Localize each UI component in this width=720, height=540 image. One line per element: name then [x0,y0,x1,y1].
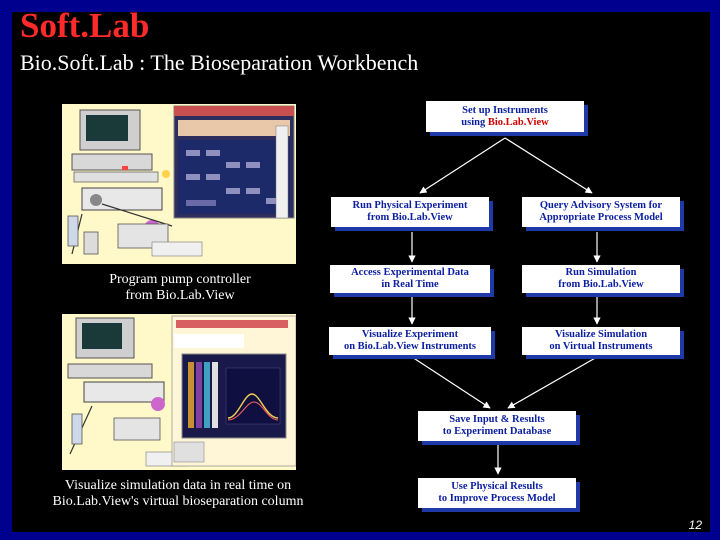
save-input-line1: Save Input & Results [449,414,545,425]
query-advisory-line1: Query Advisory System for [539,200,663,211]
pump-controller-screenshot [62,104,296,264]
query-advisory-box: Query Advisory System for Appropriate Pr… [522,197,680,227]
use-results-line1: Use Physical Results [451,481,543,492]
access-data-line1: Access Experimental Data [351,267,469,278]
run-physical-line2: from Bio.Lab.View [367,212,453,223]
save-input-line2: to Experiment Database [442,426,552,437]
visualize-experiment-line1: Visualize Experiment [361,329,459,340]
bottom-caption: Visualize simulation data in real time o… [20,478,336,510]
access-data-box: Access Experimental Data in Real Time [330,265,490,293]
page-number: 12 [688,518,702,532]
slide-title: Soft.Lab [20,6,150,45]
run-physical-line1: Run Physical Experiment [352,200,468,211]
arrow-visexp-to-save [411,356,491,409]
visualize-simulation-line2: on Virtual Instruments [549,341,653,352]
run-simulation-line1: Run Simulation [565,267,637,278]
use-results-box: Use Physical Results to Improve Process … [418,478,576,508]
run-physical-experiment-box: Run Physical Experiment from Bio.Lab.Vie… [331,197,489,227]
setup-line2: using Bio.Lab.View [461,117,548,129]
simulation-screenshot [62,314,296,470]
visualize-simulation-box: Visualize Simulation on Virtual Instrume… [522,327,680,355]
query-advisory-line2: Appropriate Process Model [539,212,663,223]
setup-instruments-box: Set up Instruments using Bio.Lab.View [426,101,584,132]
setup-line1: Set up Instruments [462,104,548,116]
bottom-caption-line2: Bio.Lab.View's virtual bioseparation col… [52,494,304,509]
run-simulation-line2: from Bio.Lab.View [558,279,644,290]
use-results-line2: to Improve Process Model [438,493,556,504]
run-simulation-box: Run Simulation from Bio.Lab.View [522,265,680,293]
top-caption-line2: from Bio.Lab.View [125,288,235,303]
arrow-setup-to-run [419,137,506,194]
visualize-experiment-line2: on Bio.Lab.View Instruments [343,341,477,352]
setup-line2-highlight: Bio.Lab.View [487,116,549,128]
visualize-simulation-line1: Visualize Simulation [554,329,648,340]
slide-subtitle: Bio.Soft.Lab : The Bioseparation Workben… [20,50,419,75]
top-caption-line1: Program pump controller [109,272,251,287]
access-data-line2: in Real Time [381,279,439,290]
top-caption: Program pump controller from Bio.Lab.Vie… [80,272,280,304]
arrow-setup-to-query [504,137,593,194]
bottom-caption-line1: Visualize simulation data in real time o… [64,478,292,493]
arrow-vissim-to-save [507,356,598,409]
setup-line2-prefix: using [461,116,488,128]
save-input-box: Save Input & Results to Experiment Datab… [418,411,576,441]
visualize-experiment-box: Visualize Experiment on Bio.Lab.View Ins… [329,327,491,355]
